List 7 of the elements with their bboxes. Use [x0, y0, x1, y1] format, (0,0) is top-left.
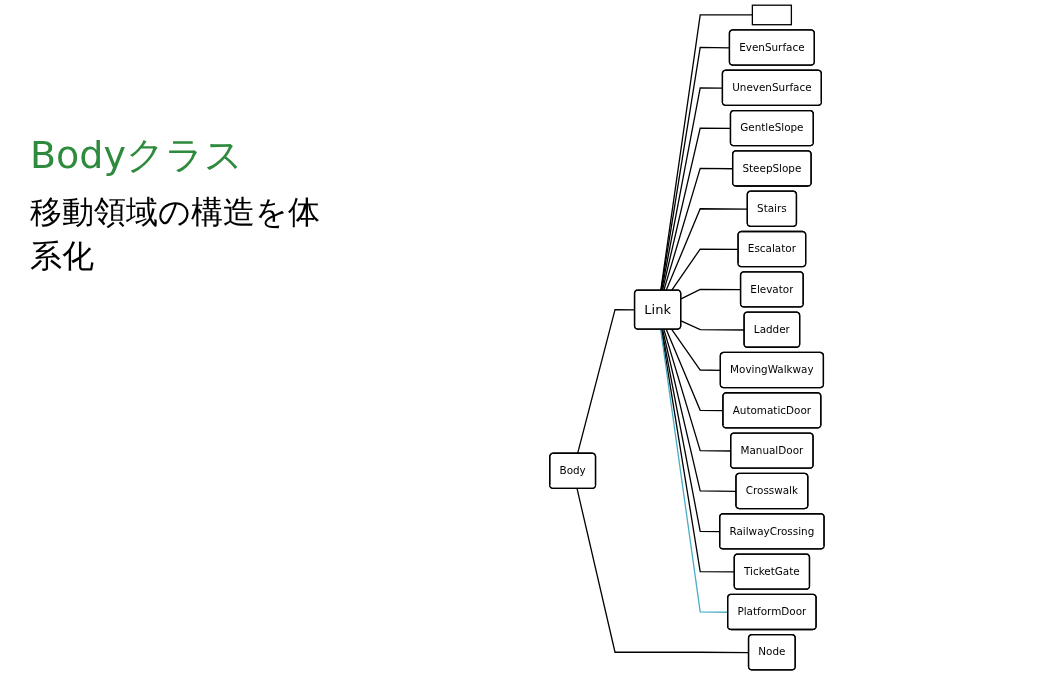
connector: [660, 87, 723, 291]
connector: [660, 328, 735, 573]
subtitle-text: 移動領域の構造を体系化: [30, 192, 321, 277]
diagram-title: Bodyクラス: [30, 132, 243, 179]
connector: [660, 46, 730, 291]
connector: [661, 127, 732, 291]
node-box: [751, 4, 792, 26]
